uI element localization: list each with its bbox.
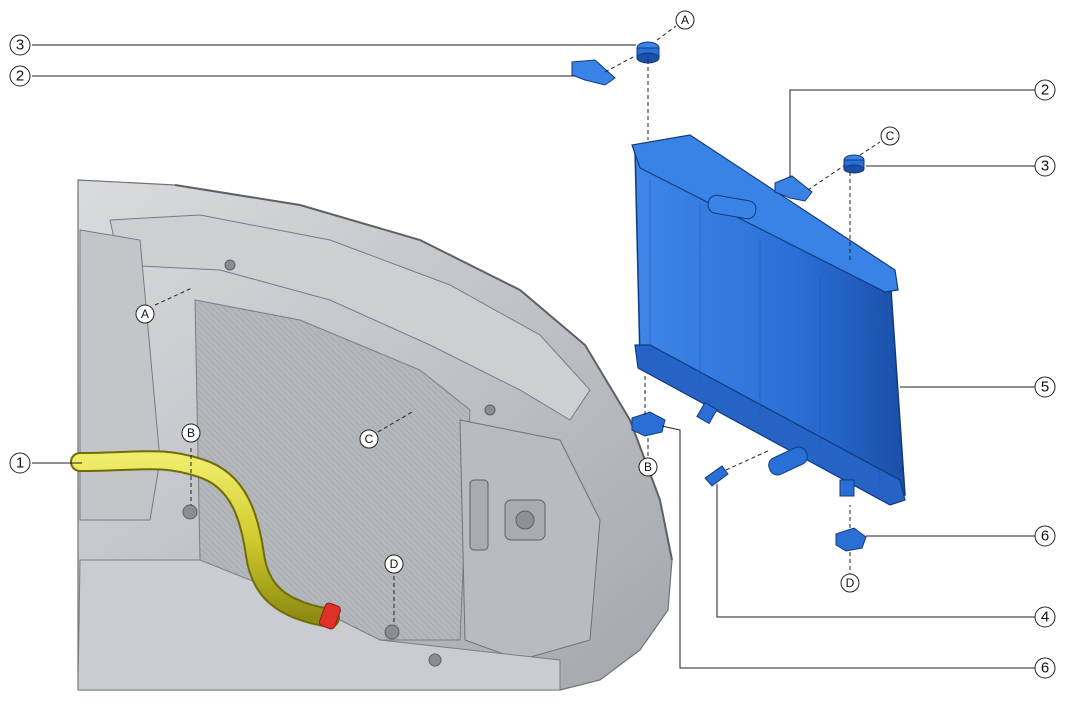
dashed-reference-lines xyxy=(154,25,881,625)
svg-text:2: 2 xyxy=(16,68,24,85)
radiator-outlet-pipe xyxy=(768,446,808,476)
callout-2-right: 2 xyxy=(1034,79,1056,101)
bumper-edge xyxy=(174,184,673,561)
callout-numbers: 3 2 2 3 1 5 6 4 xyxy=(9,34,1056,679)
ref-d-body: D xyxy=(384,554,404,574)
svg-text:C: C xyxy=(365,432,374,446)
upper-mount-bracket-right xyxy=(774,175,813,202)
hose-clamp xyxy=(319,602,341,630)
callout-6-right-upper: 6 xyxy=(1034,525,1056,547)
radiator-inlet-pipe xyxy=(707,194,757,220)
svg-text:B: B xyxy=(187,426,195,440)
svg-text:D: D xyxy=(390,557,399,571)
upper-mount-bushing-top xyxy=(636,41,660,64)
svg-text:B: B xyxy=(644,460,652,474)
svg-text:A: A xyxy=(681,13,689,27)
drain-plug xyxy=(704,465,729,487)
lower-insulator-right xyxy=(835,527,867,552)
svg-text:5: 5 xyxy=(1041,379,1049,396)
reference-letters: A C B D A B C D xyxy=(135,10,900,593)
svg-text:2: 2 xyxy=(1041,82,1049,99)
callout-2-top: 2 xyxy=(9,65,31,87)
leader-lines xyxy=(32,44,1035,669)
callout-3-top: 3 xyxy=(9,34,31,56)
callout-4-right: 4 xyxy=(1034,606,1056,628)
radiator-tab-right xyxy=(839,479,855,497)
svg-text:D: D xyxy=(846,576,855,590)
ref-c-body: C xyxy=(359,429,379,449)
radiator-assembly xyxy=(631,134,906,506)
radiator-hose xyxy=(70,450,341,630)
callout-1-left: 1 xyxy=(9,452,31,474)
svg-text:6: 6 xyxy=(1041,528,1049,545)
ref-b-body: B xyxy=(181,423,201,443)
upper-mount-bracket-top xyxy=(571,59,616,86)
ref-c-top: C xyxy=(880,126,900,146)
radiator-core-lines xyxy=(649,180,881,486)
radiator-top-tank xyxy=(631,134,899,293)
radiator-tab-left xyxy=(696,401,718,425)
svg-text:3: 3 xyxy=(16,37,24,54)
right-bracket-detail xyxy=(469,479,546,551)
ref-a-body: A xyxy=(135,304,155,324)
lower-insulator-left xyxy=(631,411,666,437)
callout-5-right: 5 xyxy=(1034,376,1056,398)
svg-text:C: C xyxy=(886,129,895,143)
svg-text:A: A xyxy=(141,307,149,321)
svg-text:3: 3 xyxy=(1041,158,1049,175)
svg-text:1: 1 xyxy=(16,455,24,472)
svg-text:6: 6 xyxy=(1041,660,1049,677)
mount-holes xyxy=(182,259,496,667)
callout-6-right-lower: 6 xyxy=(1034,657,1056,679)
ref-d-lower: D xyxy=(840,573,860,593)
ref-b-lower: B xyxy=(638,457,658,477)
ref-a-top: A xyxy=(675,10,695,30)
upper-mount-bushing-right xyxy=(843,154,865,174)
callout-3-right: 3 xyxy=(1034,155,1056,177)
svg-text:4: 4 xyxy=(1041,609,1049,626)
mounting-parts xyxy=(571,41,867,552)
hose-highlight xyxy=(72,452,338,626)
